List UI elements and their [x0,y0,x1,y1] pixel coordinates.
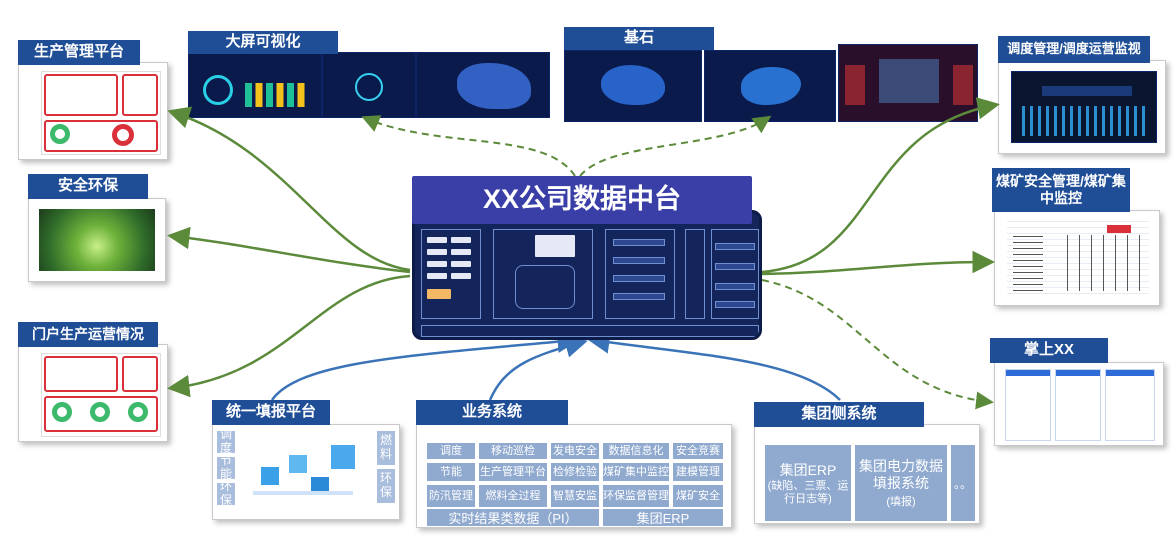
biz-safety-contest: 安全竞赛 [673,443,723,459]
biz-modeling: 建模管理 [673,463,723,481]
biz-env-supervision: 环保监督管理 [603,485,669,507]
fill-item-dispatch: 调度 [217,431,235,453]
group-power-fill-cell: 集团电力数据填报系统 (填报) [855,445,947,521]
biz-coal-safety: 煤矿安全 [673,485,723,507]
safety-env-image [39,209,155,271]
fill-platform-image [245,433,365,511]
arrow-to-big-screen [361,115,576,177]
fill-item-env-2: 环保 [377,469,395,503]
arrow-to-coal-safety [761,250,995,276]
center-architecture-image [412,210,762,340]
fill-item-energy: 节能 [217,457,235,479]
group-power-fill-title: 集团电力数据填报系统 [859,457,943,492]
coal-safety-label: 煤矿安全管理/煤矿集中监控 [992,168,1130,212]
biz-dispatch: 调度 [427,443,475,459]
biz-smart-safety: 智慧安监 [551,485,599,507]
coal-safety-image [1007,221,1149,299]
group-erp-title: 集团ERP [779,461,837,478]
biz-energy: 节能 [427,463,475,481]
arrow-from-group-side [587,331,841,401]
dispatch-label: 调度管理/调度运营监视 [998,36,1150,63]
biz-fuel-process: 燃料全过程 [479,485,547,507]
arrow-to-safety-env [167,226,411,274]
fill-item-env: 环保 [217,483,235,505]
business-card: 调度 节能 防汛管理 移动巡检 生产管理平台 燃料全过程 发电安全 检修检验 智… [416,424,732,528]
biz-repair: 检修检验 [551,463,599,481]
arrow-to-portal [167,274,411,398]
group-side-label: 集团侧系统 [754,402,924,427]
foundation-image-3 [838,44,978,122]
mobile-label: 掌上XX [990,338,1108,363]
fill-item-fuel: 燃料 [377,431,395,465]
arrow-to-foundation [579,115,772,177]
arrow-to-mobile [761,279,994,410]
big-screen-image-1 [188,52,322,118]
group-more-cell: 。。 [951,445,975,521]
mobile-image [1005,369,1155,441]
arrow-to-prod-mgmt [167,106,411,272]
foundation-image-1 [564,50,702,122]
dispatch-card [998,60,1166,154]
biz-power-safety: 发电安全 [551,443,599,459]
biz-group-erp: 集团ERP [603,509,723,526]
foundation-image-2 [704,50,836,122]
center-title-banner: XX公司数据中台 [412,176,752,224]
coal-safety-card [994,210,1160,306]
big-screen-label: 大屏可视化 [188,31,338,54]
prod-mgmt-label: 生产管理平台 [18,40,140,65]
business-label: 业务系统 [416,400,568,425]
prod-mgmt-card [18,62,168,160]
group-side-card: 集团ERP (缺陷、三票、运行日志等) 集团电力数据填报系统 (填报) 。。 [754,424,980,524]
portal-card [18,344,168,442]
arrow-from-business [488,335,588,401]
biz-flood: 防汛管理 [427,485,475,507]
fill-platform-card: 调度 节能 环保 燃料 环保 [212,424,400,520]
dispatch-image [1011,71,1157,143]
arrow-to-dispatch [761,97,1000,274]
biz-data-info: 数据信息化 [603,443,669,459]
group-power-fill-sub: (填报) [886,495,916,508]
biz-realtime-pi: 实时结果类数据（PI） [427,509,599,526]
group-erp-cell: 集团ERP (缺陷、三票、运行日志等) [765,445,851,521]
big-screen-image-3 [416,52,550,118]
biz-prod-mgmt: 生产管理平台 [479,463,547,481]
group-erp-sub: (缺陷、三票、运行日志等) [767,479,849,505]
biz-mobile-patrol: 移动巡检 [479,443,547,459]
safety-env-label: 安全环保 [28,174,148,199]
biz-coal-monitor: 煤矿集中监控 [603,463,669,481]
foundation-label: 基石 [564,27,714,50]
fill-platform-label: 统一填报平台 [212,400,330,425]
arrow-from-fill-platform [270,330,580,401]
portal-label: 门户生产运营情况 [18,322,158,347]
